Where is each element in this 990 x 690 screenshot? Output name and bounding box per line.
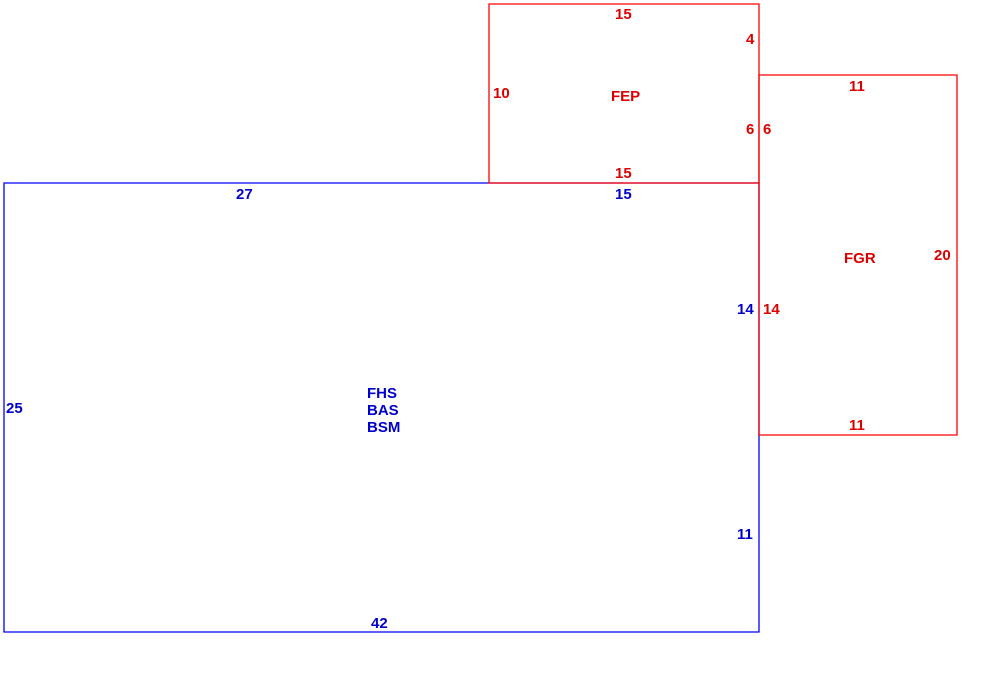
main-code-3: BSM <box>367 419 400 436</box>
main-dim-right-upper: 14 <box>737 301 754 318</box>
porch-dim-right-upper: 4 <box>746 31 755 48</box>
garage-dim-bottom: 11 <box>849 417 865 434</box>
main-code-1: FHS <box>367 385 397 402</box>
garage-code: FGR <box>844 250 876 267</box>
porch-dim-right-lower: 6 <box>746 121 754 138</box>
porch-code: FEP <box>611 88 640 105</box>
main-code-2: BAS <box>367 402 399 419</box>
porch-dim-top: 15 <box>615 6 632 23</box>
garage-dim-right: 20 <box>934 247 951 264</box>
main-dim-left: 25 <box>6 400 23 417</box>
main-dim-top-right: 15 <box>615 186 632 203</box>
garage-dim-left-lower: 14 <box>763 301 780 318</box>
main-dim-right-lower: 11 <box>737 526 753 543</box>
main-dim-top-left: 27 <box>236 186 253 203</box>
porch-dim-bottom: 15 <box>615 165 632 182</box>
garage-outline <box>758 74 958 436</box>
garage-dim-left-upper: 6 <box>763 121 771 138</box>
garage-dim-top: 11 <box>849 78 865 95</box>
main-dim-bottom: 42 <box>371 615 388 632</box>
porch-dim-left: 10 <box>493 85 510 102</box>
